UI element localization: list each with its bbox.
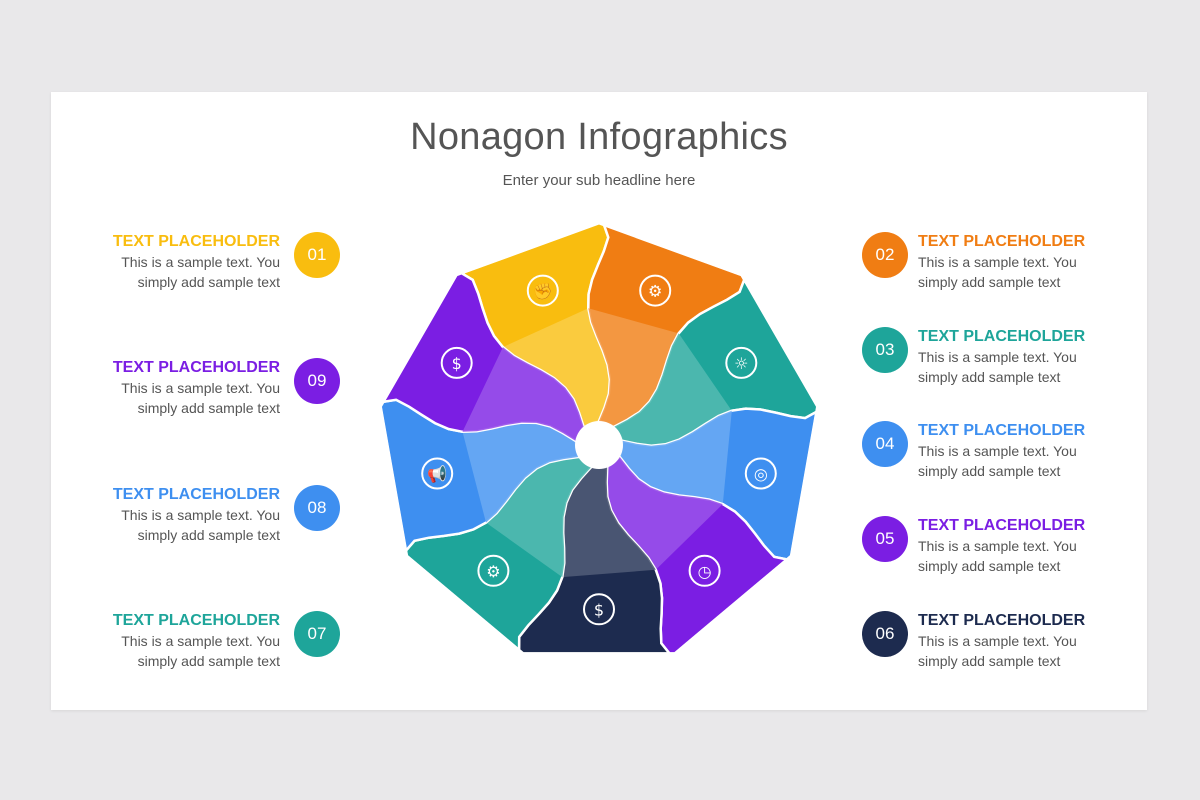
item-text: This is a sample text. You simply add sa…	[121, 633, 280, 669]
segment-inner-09	[462, 347, 584, 441]
list-item-05: 05 TEXT PLACEHOLDER This is a sample tex…	[862, 516, 1142, 588]
number-badge: 04	[862, 421, 908, 467]
segment-inner-06	[562, 467, 656, 578]
item-heading: TEXT PLACEHOLDER	[918, 233, 1086, 250]
item-heading: TEXT PLACEHOLDER	[112, 233, 280, 250]
gear-tools-icon	[639, 274, 672, 307]
item-heading: TEXT PLACEHOLDER	[918, 612, 1086, 629]
gear-icon	[477, 554, 510, 587]
item-text: This is a sample text. You simply add sa…	[121, 380, 280, 416]
item-text: This is a sample text. You simply add sa…	[918, 443, 1077, 479]
list-item-01: TEXT PLACEHOLDER This is a sample text. …	[56, 232, 340, 304]
brain-bulb-icon	[725, 346, 758, 379]
gear-icon-glyph: ⚙	[486, 562, 500, 581]
list-item-07: TEXT PLACEHOLDER This is a sample text. …	[56, 611, 340, 683]
fist-icon	[526, 274, 559, 307]
page-title: Nonagon Infographics	[410, 116, 788, 158]
item-heading: TEXT PLACEHOLDER	[918, 328, 1086, 345]
stopwatch-icon-glyph: ◷	[698, 562, 712, 581]
segment-inner-03	[614, 333, 732, 446]
list-item-03: 03 TEXT PLACEHOLDER This is a sample tex…	[862, 327, 1142, 399]
brain-bulb-icon-glyph: ☼	[734, 354, 748, 373]
segment-inner-01	[502, 308, 610, 427]
item-heading: TEXT PLACEHOLDER	[918, 422, 1086, 439]
page-subtitle: Enter your sub headline here	[502, 172, 696, 189]
number-badge: 02	[862, 232, 908, 278]
money-plant-icon-glyph: $	[594, 600, 604, 619]
item-text: This is a sample text. You simply add sa…	[121, 507, 280, 543]
target-icon-glyph: ◎	[754, 465, 768, 484]
megaphone-icon-glyph: 📢	[427, 465, 447, 484]
list-item-08: TEXT PLACEHOLDER This is a sample text. …	[56, 485, 340, 557]
dollar-chart-icon-glyph: $	[452, 354, 462, 373]
item-heading: TEXT PLACEHOLDER	[112, 359, 280, 376]
item-heading: TEXT PLACEHOLDER	[112, 612, 280, 629]
segment-inner-08	[462, 422, 579, 523]
number-badge: 05	[862, 516, 908, 562]
number-badge: 03	[862, 327, 908, 373]
item-text: This is a sample text. You simply add sa…	[121, 254, 280, 290]
nonagon-outline	[378, 221, 820, 656]
fist-icon-glyph: ✊	[533, 282, 553, 301]
segment-inner-02	[588, 308, 679, 427]
money-plant-icon	[583, 593, 615, 626]
segment-inner-07	[486, 457, 591, 578]
number-badge: 01	[294, 232, 340, 278]
list-item-09: TEXT PLACEHOLDER This is a sample text. …	[56, 358, 340, 430]
segment-inner-05	[606, 457, 723, 570]
list-item-04: 04 TEXT PLACEHOLDER This is a sample tex…	[862, 421, 1142, 493]
item-text: This is a sample text. You simply add sa…	[918, 633, 1077, 669]
target-icon	[744, 457, 777, 490]
gear-tools-icon-glyph: ⚙	[648, 282, 662, 301]
item-text: This is a sample text. You simply add sa…	[918, 349, 1077, 385]
number-badge: 09	[294, 358, 340, 404]
megaphone-icon	[421, 457, 454, 490]
segment-inner-04	[619, 410, 732, 505]
nonagon-segments: ✊ ⚙ ☼ ◎ ◷ $ ⚙ 📢 $	[379, 221, 820, 657]
item-text: This is a sample text. You simply add sa…	[918, 254, 1077, 290]
item-heading: TEXT PLACEHOLDER	[112, 486, 280, 503]
number-badge: 06	[862, 611, 908, 657]
stopwatch-icon	[688, 554, 721, 587]
number-badge: 07	[294, 611, 340, 657]
item-text: This is a sample text. You simply add sa…	[918, 538, 1077, 574]
list-item-06: 06 TEXT PLACEHOLDER This is a sample tex…	[862, 611, 1142, 683]
number-badge: 08	[294, 485, 340, 531]
list-item-02: 02 TEXT PLACEHOLDER This is a sample tex…	[862, 232, 1142, 304]
dollar-chart-icon	[440, 346, 473, 379]
center-hub	[575, 421, 623, 469]
item-heading: TEXT PLACEHOLDER	[918, 517, 1086, 534]
